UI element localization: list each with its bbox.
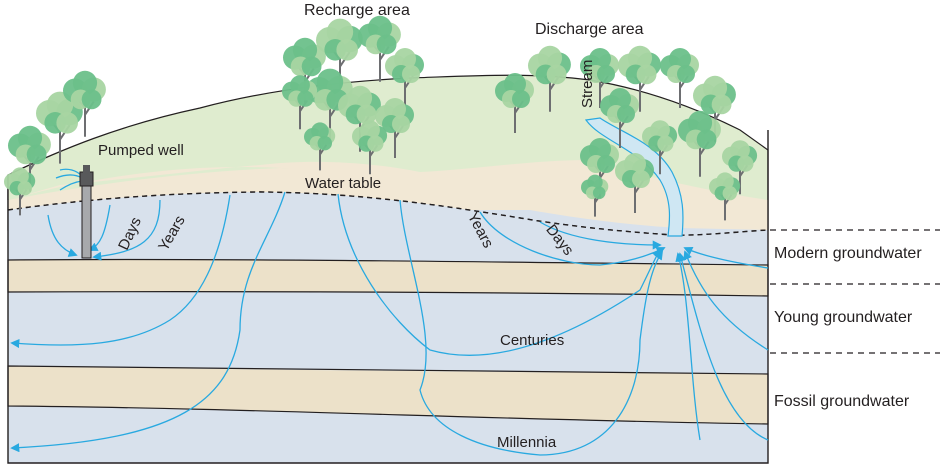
tree-icon [722,140,758,195]
flow-line [337,193,661,356]
flow-line [677,252,769,441]
tree-icon [660,48,699,108]
pumped-well-label: Pumped well [98,142,184,159]
water-table-label: Water table [305,175,382,192]
tree-icon [615,153,654,213]
tree-icon [693,75,736,142]
tree-icon [358,15,401,82]
tree-icon [8,125,51,192]
flow-lines [10,168,769,456]
flow-line [675,252,701,441]
stream-label: Stream [579,59,596,108]
flow-line [539,221,662,250]
tree-icon [581,174,609,217]
flow-line [683,246,769,269]
millennia-label: Millennia [497,434,557,451]
flow-line [88,204,111,251]
tree-icon [316,18,363,91]
tree-icon [63,70,106,137]
aquitard-upper [7,258,769,297]
tree-icon [495,73,534,133]
tree-icon [580,138,619,198]
centuries-label: Centuries [500,332,565,349]
fossil-groundwater-label: Fossil groundwater [774,393,910,410]
sand-band [8,160,768,230]
tree-icon [580,48,619,108]
tree-icon [600,88,639,148]
tree-icon [304,122,336,171]
discharge-area-label: Discharge area [535,21,644,38]
tree-icon [375,98,414,158]
flow-line [92,199,161,261]
flow-line [683,250,769,351]
young-groundwater-label: Young groundwater [774,309,913,326]
tree-icon [618,45,661,112]
recharge-area-label: Recharge area [304,2,410,19]
tree-icon [385,48,424,108]
tree-icon [709,172,741,221]
flow-line [10,191,286,453]
flow-line [399,199,664,456]
tree-icon [282,75,318,130]
tree-icon [678,110,721,177]
flow-line [47,214,78,257]
tree-icon [528,45,571,112]
flow-line [10,194,231,349]
tree-icon [283,37,326,104]
flow-line [479,211,666,266]
modern-groundwater-label: Modern groundwater [774,245,922,262]
trees [4,15,758,221]
tree-icon [642,120,678,175]
pumped-well-icon [79,165,94,259]
tree-icon [352,120,388,175]
tree-icon [4,167,36,216]
